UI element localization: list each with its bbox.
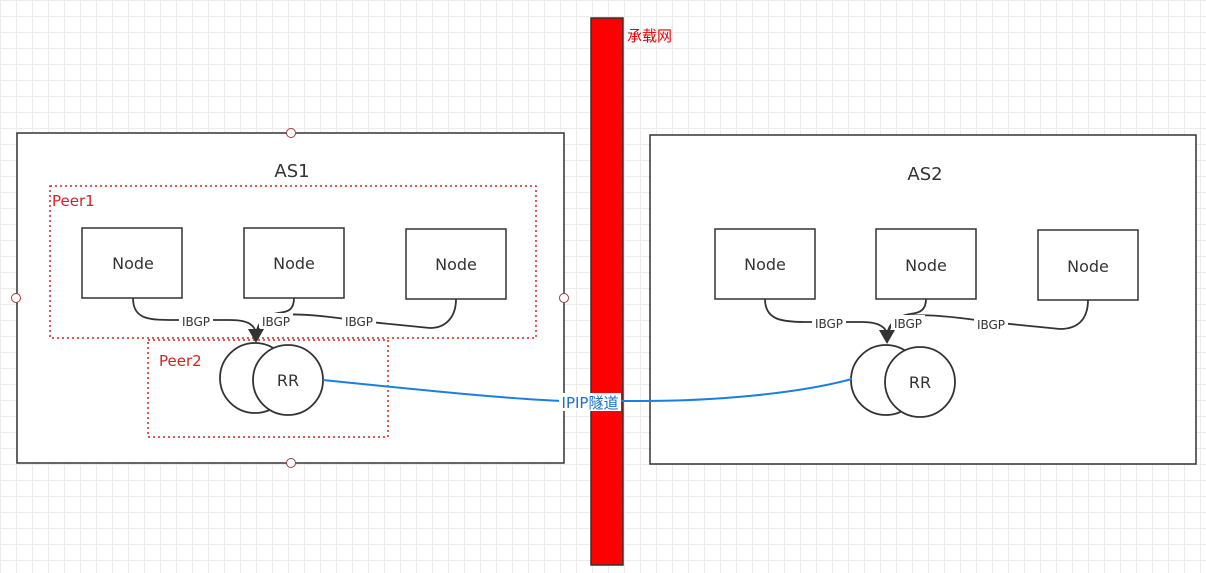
as1-node-2-label: Node bbox=[273, 254, 315, 273]
as2-arrowhead bbox=[879, 330, 895, 344]
as1-ibgp-label-bg-1 bbox=[179, 313, 213, 328]
as1-ibgp-label-bg-3 bbox=[342, 313, 376, 328]
as1-rr-label: RR bbox=[277, 371, 299, 390]
as1-ibgp-label-3: IBGP bbox=[345, 315, 373, 329]
as2-node-3-label: Node bbox=[1067, 257, 1109, 276]
as2-node-2[interactable] bbox=[875, 228, 977, 300]
as2-rr-front-circle[interactable] bbox=[884, 346, 956, 418]
as1-title: AS1 bbox=[274, 161, 309, 182]
as1-ibgp-label-bg-2 bbox=[259, 313, 293, 328]
as2-ibgp-label-bg-3 bbox=[974, 316, 1008, 331]
as2-node-3[interactable] bbox=[1037, 229, 1139, 301]
ipip-tunnel-label-bg bbox=[559, 393, 621, 411]
as1-node-1-label: Node bbox=[112, 254, 154, 273]
as1-resize-handle-right[interactable] bbox=[559, 293, 569, 303]
as1-resize-handle-top[interactable] bbox=[286, 128, 296, 138]
as2-node-1[interactable] bbox=[714, 228, 816, 300]
as2-title: AS2 bbox=[907, 164, 942, 185]
as1-ibgp-label-1: IBGP bbox=[182, 315, 210, 329]
as1-resize-handle-bottom[interactable] bbox=[286, 458, 296, 468]
as2-ibgp-label-bg-2 bbox=[891, 315, 925, 330]
as2-node-2-label: Node bbox=[905, 256, 947, 275]
as2-ibgp-label-1: IBGP bbox=[815, 317, 843, 331]
as2-group: AS2 Node Node Node IBGP IBGP IBGP RR bbox=[649, 134, 1197, 465]
as1-resize-handle-left[interactable] bbox=[11, 293, 21, 303]
as2-node-1-label: Node bbox=[744, 255, 786, 274]
as1-group: AS1 Peer1 Peer2 Node Node Node IBGP IBGP… bbox=[11, 128, 569, 468]
ipip-tunnel-label: IPIP隧道 bbox=[562, 394, 619, 412]
as1-node-3-label: Node bbox=[435, 255, 477, 274]
peer1-label: Peer1 bbox=[52, 192, 95, 210]
as1-arrowhead bbox=[248, 329, 264, 343]
as1-ibgp-label-2: IBGP bbox=[262, 315, 290, 329]
peer2-group-border[interactable] bbox=[147, 339, 389, 438]
carrier-network-label: 承载网 bbox=[627, 27, 672, 45]
carrier-network-bar[interactable] bbox=[590, 17, 624, 566]
peer2-label: Peer2 bbox=[159, 352, 202, 370]
as2-ibgp-label-2: IBGP bbox=[894, 317, 922, 331]
as2-ibgp-label-3: IBGP bbox=[977, 318, 1005, 332]
as1-node-2[interactable] bbox=[243, 227, 345, 299]
as2-rr-label: RR bbox=[909, 373, 931, 392]
as2-ibgp-label-bg-1 bbox=[812, 315, 846, 330]
peer1-group-border[interactable] bbox=[49, 185, 537, 339]
as1-node-1[interactable] bbox=[81, 227, 183, 299]
as1-node-3[interactable] bbox=[405, 228, 507, 300]
